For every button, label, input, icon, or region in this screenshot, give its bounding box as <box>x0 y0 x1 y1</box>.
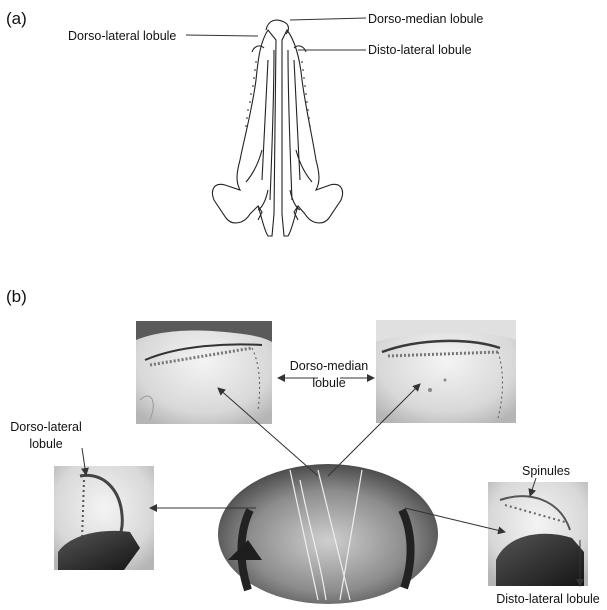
photo-disto-lateral <box>488 482 588 586</box>
label-dorso-lateral-b-line2: lobule <box>29 437 62 451</box>
arrow-to-right-inset <box>328 384 420 476</box>
panel-a-tag: (a) <box>6 9 27 28</box>
mandible-line-drawing <box>212 20 342 236</box>
label-dorso-median-b-line1: Dorso-median <box>290 359 369 373</box>
leader-dorso-lateral-a <box>186 35 258 36</box>
label-dorso-lateral-a: Dorso-lateral lobule <box>68 29 176 43</box>
photo-whole-mandible <box>218 464 438 604</box>
label-dorso-lateral-b-line1: Dorso-lateral <box>10 420 82 434</box>
label-disto-lateral-a: Disto-lateral lobule <box>368 43 472 57</box>
photo-dorso-lateral <box>54 466 154 570</box>
photo-dorso-median-left <box>136 321 272 424</box>
panel-b-tag: (b) <box>6 287 27 306</box>
label-dorso-median-a: Dorso-median lobule <box>368 12 483 26</box>
label-spinules: Spinules <box>522 464 570 478</box>
label-dorso-median-b-line2: lobule <box>312 376 345 390</box>
label-disto-lateral-b: Disto-lateral lobule <box>496 592 600 606</box>
leader-dorso-median-a <box>290 18 366 20</box>
